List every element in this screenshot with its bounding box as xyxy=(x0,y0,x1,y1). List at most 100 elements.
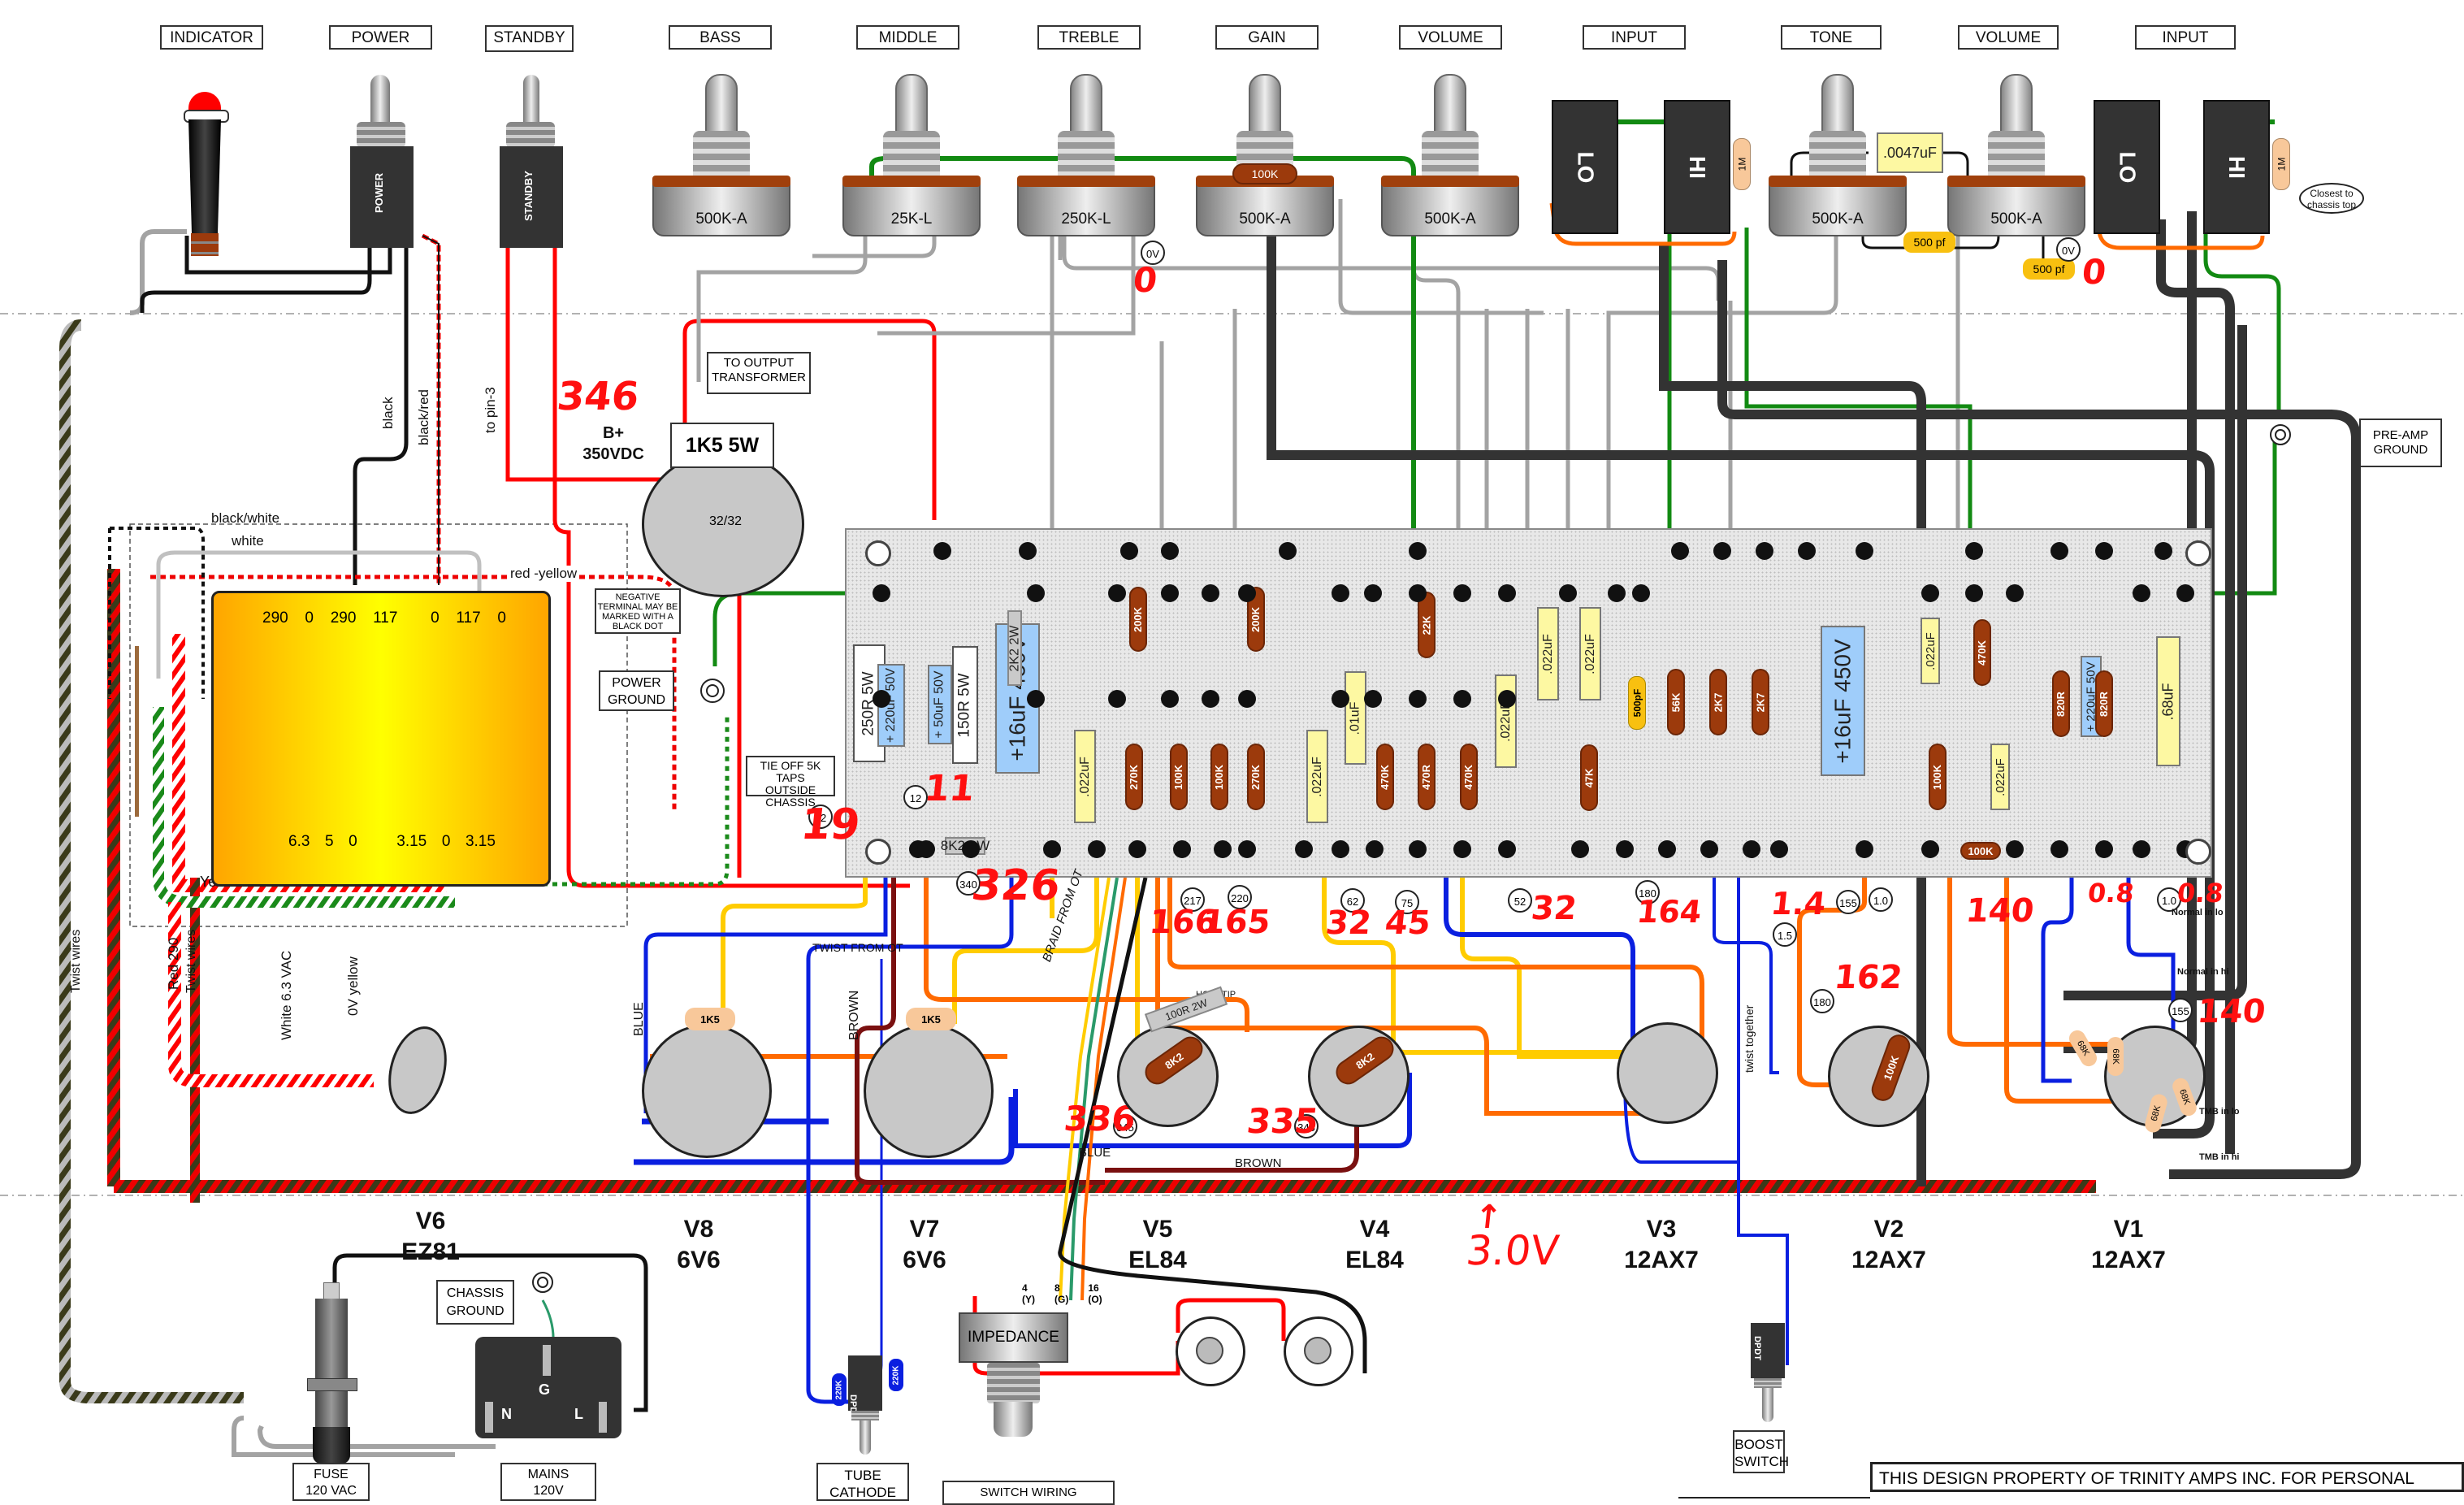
pot-volume-1[interactable]: 500K-A xyxy=(1381,74,1519,236)
wire-label-red-yellow: red -yellow xyxy=(510,566,578,582)
turret-bottom xyxy=(1128,840,1146,858)
normal-in-hi-label: Normal in hi xyxy=(2177,967,2229,977)
input-1-hi-jack[interactable]: HI xyxy=(1664,100,1730,234)
resistor-470k-2: 470K xyxy=(1460,744,1478,810)
voltage-bubble: 1.5 xyxy=(1773,922,1797,947)
tmb-in-lo-label: TMB in lo xyxy=(2199,1107,2240,1117)
turret-upper xyxy=(1559,584,1577,602)
screen-resistor-v7: 1K5 xyxy=(906,1008,956,1030)
resistor-470r: 470R xyxy=(1418,744,1436,810)
socket-v7 xyxy=(864,1024,994,1158)
turret-bottom xyxy=(1043,840,1061,858)
toggle-lever xyxy=(370,75,390,124)
resistor-820r-1: 820R xyxy=(2052,670,2070,737)
cathode-switch-resistor: 220K xyxy=(889,1359,903,1391)
resistor-22k: 22K xyxy=(1418,592,1436,658)
blue-wire-label: BLUE xyxy=(632,1002,646,1036)
label-volume-2: VOLUME xyxy=(1958,25,2059,50)
filter-cap-16uf-2: +16uF 450V xyxy=(1821,626,1865,776)
turret-bottom xyxy=(2006,840,2024,858)
cap-022uf-7: .022uF xyxy=(1990,744,2010,810)
tap-8[interactable]: 8(G) xyxy=(1054,1282,1069,1305)
input-2-lo-jack[interactable]: LO xyxy=(2094,100,2160,234)
pot-gain[interactable]: 500K-A 100K xyxy=(1196,74,1334,236)
blue-wire-label-2: BLUE xyxy=(1079,1146,1111,1160)
resistor-100k-1: 100K xyxy=(1170,744,1188,810)
tube-cathode-switch[interactable]: DPDT xyxy=(848,1355,889,1457)
resistor-200k-2: 200K xyxy=(1247,587,1265,652)
turret-upper xyxy=(1202,584,1219,602)
terminal-l: L xyxy=(574,1406,583,1422)
pot-value: 500K-A xyxy=(1812,210,1864,228)
socket-v8 xyxy=(642,1024,772,1158)
closest-to-chassis-note: Closest to chassis top xyxy=(2299,183,2364,214)
turret-upper xyxy=(2006,584,2024,602)
turret-top xyxy=(1671,542,1689,560)
power-switch[interactable]: POWER xyxy=(347,75,416,249)
resistor-200k-1: 200K xyxy=(1129,587,1147,652)
speaker-jack-1[interactable] xyxy=(1176,1316,1245,1386)
pot-value: 250K-L xyxy=(1061,210,1111,228)
pot-tone[interactable]: 500K-A xyxy=(1769,74,1907,236)
pot-treble[interactable]: 250K-L xyxy=(1017,74,1155,236)
resistor-2k7-2: 2K7 xyxy=(1752,669,1769,735)
tap-4[interactable]: 4(Y) xyxy=(1022,1282,1035,1305)
turret-upper xyxy=(873,584,890,602)
input-2-hi-jack[interactable]: HI xyxy=(2203,100,2270,234)
turret-bottom xyxy=(2050,840,2068,858)
pot-value: 500K-A xyxy=(695,210,747,228)
mains-iec-inlet[interactable]: G N L xyxy=(475,1337,621,1438)
revision-box xyxy=(1678,1497,1870,1503)
turret-bottom xyxy=(1616,840,1634,858)
turret-top xyxy=(1120,542,1138,560)
pot-middle[interactable]: 25K-L xyxy=(842,74,981,236)
turret-bottom xyxy=(1173,840,1191,858)
power-ground-lug-icon xyxy=(699,666,725,715)
tap-16[interactable]: 16(O) xyxy=(1088,1282,1102,1305)
voltage-bubble: 22 xyxy=(808,805,833,829)
speaker-jack-2[interactable] xyxy=(1284,1316,1353,1386)
turret-bottom xyxy=(1921,840,1939,858)
indicator-lamp[interactable] xyxy=(180,92,245,258)
wire-label-twist-wires-2: Twist wires xyxy=(184,929,198,993)
input-1-lo-jack[interactable]: LO xyxy=(1552,100,1618,234)
handwritten-treble-zero: 0 xyxy=(1131,260,1159,300)
pot-volume-2[interactable]: 500K-A xyxy=(1947,74,2085,236)
terminal-g: G xyxy=(539,1381,551,1398)
turret-board xyxy=(845,528,2212,878)
turret-mid xyxy=(1332,690,1349,708)
fuse-holder[interactable] xyxy=(307,1282,357,1465)
turret-bottom xyxy=(1770,840,1788,858)
pot-bass[interactable]: 500K-A xyxy=(652,74,790,236)
screen-resistor-v8: 1K5 xyxy=(685,1008,735,1030)
brown-wire-label: BROWN xyxy=(847,990,861,1040)
power-switch-text: POWER xyxy=(373,172,385,213)
label-tone: TONE xyxy=(1781,25,1882,50)
standby-switch[interactable]: STANDBY xyxy=(500,75,569,249)
turret-bottom xyxy=(1295,840,1313,858)
handwritten-b-plus: 346 xyxy=(555,374,642,419)
turret-bottom xyxy=(1453,840,1471,858)
boost-switch[interactable]: DPDT xyxy=(1751,1323,1791,1425)
cap-022uf-5: .022uF xyxy=(1579,607,1601,700)
wire-label-0v-yellow: 0V yellow xyxy=(345,956,361,1016)
impedance-selector[interactable]: IMPEDANCE xyxy=(959,1288,1068,1438)
voltage-bubble: 345 xyxy=(1294,1114,1319,1139)
switch-wiring-label: SWITCH WIRING xyxy=(942,1481,1115,1505)
resistor-100k-2: 100K xyxy=(1210,744,1228,810)
turret-mid xyxy=(873,690,890,708)
handwritten-voltage: 335 xyxy=(1245,1101,1321,1141)
resistor-470k-3: 470K xyxy=(1973,619,1991,686)
label-middle: MIDDLE xyxy=(856,25,959,50)
turret-upper xyxy=(2176,584,2194,602)
cap-022uf-1: .022uF xyxy=(1074,730,1096,823)
voltage-bubble-volume: 0V xyxy=(2056,237,2081,262)
turret-top xyxy=(1279,542,1297,560)
chassis-ground-lug-icon xyxy=(530,1270,563,1307)
